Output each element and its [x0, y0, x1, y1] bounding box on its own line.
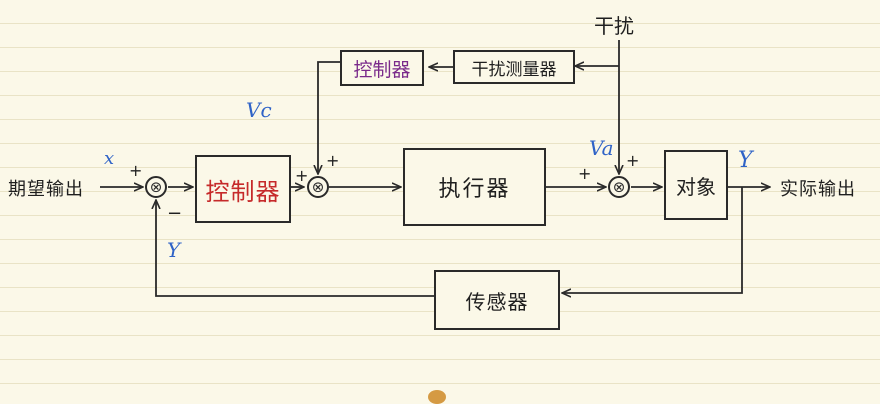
- output-label: 实际输出: [780, 179, 856, 200]
- main-controller-block: 控制器: [195, 155, 291, 223]
- disturbance-sensor-block: 干扰测量器: [453, 50, 575, 84]
- wire-feedback-to-sum1: [156, 200, 434, 297]
- sum1-minus-sign: −: [167, 203, 183, 224]
- wire-ff-controller-to-sum2: [318, 61, 340, 174]
- va-variable: Va: [589, 136, 614, 160]
- ff-controller-block: 控制器: [340, 50, 424, 86]
- sum3-plus-top-sign: +: [626, 151, 640, 170]
- vc-variable: Vc: [246, 98, 272, 122]
- plant-block: 对象: [664, 150, 728, 220]
- wire-output-to-sensor-block: [562, 187, 743, 293]
- sum2-plus-top-sign: +: [326, 151, 340, 170]
- summing-junction-3: ⊗: [608, 176, 630, 198]
- sum3-plus-left-sign: +: [578, 164, 592, 183]
- sum1-plus-sign: +: [129, 161, 143, 180]
- ink-blot: [428, 390, 446, 404]
- disturbance-label: 干扰: [594, 14, 634, 38]
- input-label: 期望输出: [8, 179, 84, 200]
- sum2-plus-left-sign: +: [295, 166, 309, 185]
- output-y-variable: Y: [738, 148, 753, 173]
- sensor-block: 传感器: [434, 270, 560, 330]
- summing-junction-2: ⊗: [307, 176, 329, 198]
- summing-junction-1: ⊗: [145, 176, 167, 198]
- feedback-y-variable: Y: [167, 238, 181, 262]
- x-variable: x: [104, 148, 115, 169]
- actuator-block: 执行器: [403, 148, 546, 226]
